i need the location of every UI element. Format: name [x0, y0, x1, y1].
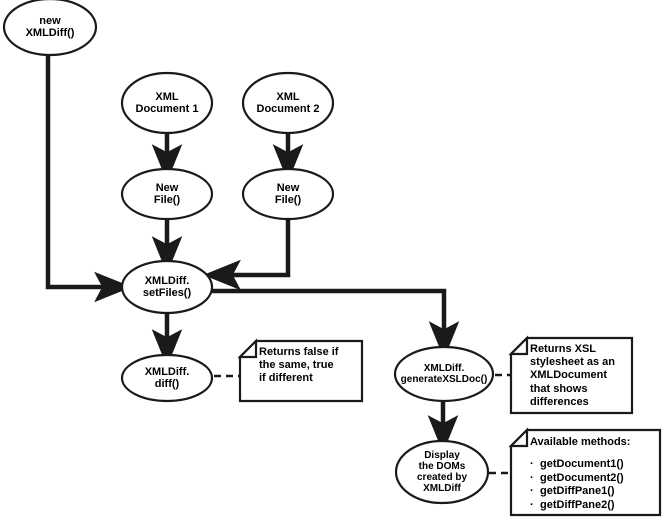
node-new-xmldiff [2, 0, 98, 57]
connector-new-to-setfiles [45, 54, 132, 303]
bullet-icon: · [530, 471, 534, 484]
note-available-methods-item: ·getDocument2() [530, 471, 624, 484]
node-new-file-2 [241, 167, 335, 221]
node-new-file-1 [120, 167, 214, 221]
note-available-methods-item: ·getDiffPane2() [530, 499, 615, 511]
note-available-methods-fold [508, 427, 529, 448]
note-text-xsl-return: Returns XSL stylesheet as an XMLDocument… [530, 343, 615, 408]
note-available-methods-heading: Available methods: [530, 436, 631, 448]
bullet-icon: · [530, 499, 534, 511]
note-diff-return-fold [237, 338, 258, 359]
note-xsl-return-fold [508, 335, 529, 356]
note-available-methods-item: ·getDiffPane1() [530, 485, 615, 498]
note-available-methods-content: Available methods: ·getDocument1() ·getD… [530, 436, 658, 513]
note-text-diff-return: Returns false if the same, true if diffe… [259, 346, 339, 385]
connector-file2-to-setfiles [203, 219, 291, 291]
bullet-icon: · [530, 485, 534, 498]
note-available-methods-item: ·getDocument1() [530, 457, 624, 470]
node-xmldiff-setfiles [120, 259, 214, 315]
node-xmldiff-generatexsldoc [393, 345, 495, 403]
node-xmldiff-diff [120, 353, 214, 403]
node-display-doms [394, 439, 490, 505]
connector-setfiles-to-generatexsldoc [205, 288, 460, 359]
node-xml-document-2 [241, 71, 335, 135]
bullet-icon: · [530, 457, 534, 470]
node-xml-document-1 [120, 71, 214, 135]
